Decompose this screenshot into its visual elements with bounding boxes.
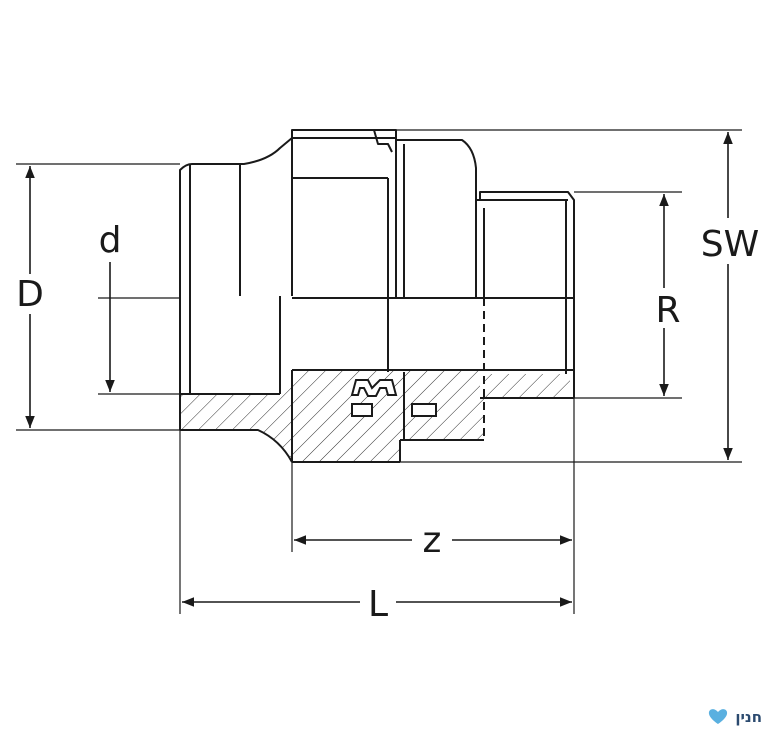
label-d: d (99, 220, 122, 261)
label-SW: SW (701, 224, 759, 265)
watermark: חנין (708, 708, 762, 726)
label-z: z (423, 520, 442, 561)
extension-lines (16, 129, 742, 614)
label-L: L (368, 584, 388, 625)
dimension-lines (25, 132, 733, 607)
label-D: D (16, 274, 44, 315)
heart-logo-icon (708, 709, 728, 724)
seal-ring-1 (351, 403, 373, 417)
label-R: R (655, 290, 680, 331)
fitting-outline (179, 129, 575, 463)
seal-groove (350, 379, 398, 397)
seal-ring-2 (411, 403, 437, 417)
watermark-text: חנין (735, 708, 762, 726)
hatched-section (180, 370, 570, 462)
